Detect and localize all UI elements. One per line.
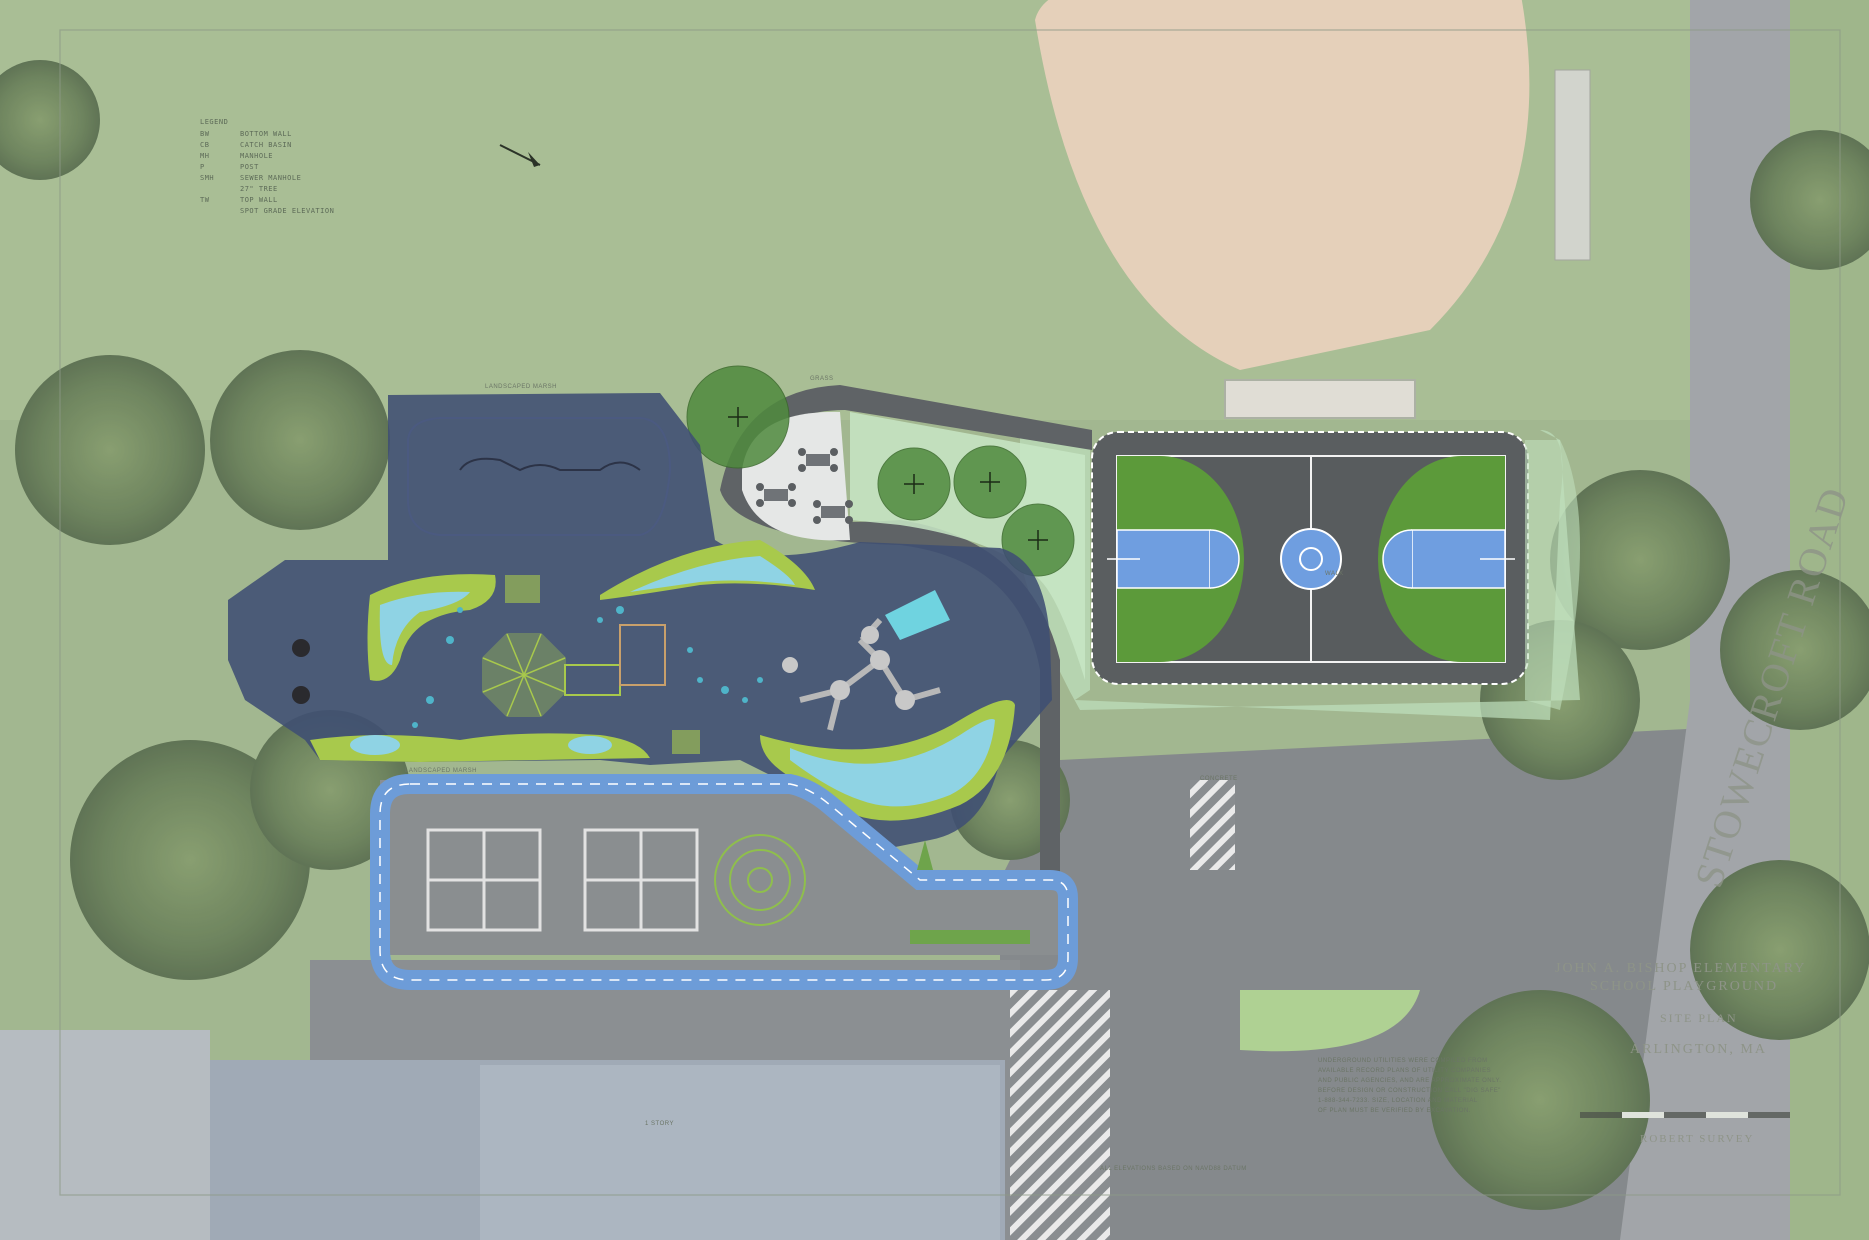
picnic-tables: [756, 448, 853, 524]
label-building: 1 STORY: [645, 1121, 674, 1127]
swing-set-area: [407, 417, 672, 536]
utility-note-line: AND PUBLIC AGENCIES, AND ARE APPROXIMATE…: [1318, 1078, 1501, 1084]
scale-bar: [1580, 1112, 1790, 1118]
legend-description: POST: [240, 163, 259, 171]
legend-code: BW: [200, 130, 210, 138]
label-walk: WALK: [1325, 571, 1344, 577]
climbing-net: [482, 575, 700, 754]
utility-note-line: OF PLAN MUST BE VERIFIED BY EXCAVATION.: [1318, 1108, 1471, 1114]
project-title-line1: JOHN A. BISHOP ELEMENTARY: [1555, 961, 1806, 976]
legend-heading: LEGEND: [200, 118, 228, 126]
label-concrete: CONCRETE: [1200, 776, 1238, 782]
dugout: [1224, 379, 1416, 419]
track-lane-line: [379, 783, 1069, 981]
sheet-border: [59, 29, 1841, 1196]
legend-code: SMH: [200, 174, 214, 182]
water-pools: [310, 540, 1015, 821]
north-arrow-head: [528, 152, 540, 167]
label-landscaped-2: LANDSCAPED MARSH: [405, 768, 477, 774]
planned-trees: [686, 365, 1075, 577]
green-markings: [910, 840, 1030, 944]
project-location: ARLINGTON, MA: [1630, 1042, 1767, 1057]
hopscotch-courts: [426, 828, 699, 932]
splash-dots: [412, 606, 763, 728]
datum-note: ALL ELEVATIONS BASED ON NAVD88 DATUM: [1100, 1166, 1247, 1172]
legend-description: MANHOLE: [240, 152, 273, 160]
gray-plaza: [380, 780, 1065, 955]
utility-note-line: UNDERGROUND UTILITIES WERE COMPILED FROM: [1318, 1058, 1488, 1064]
legend-code: P: [200, 163, 205, 171]
legend-description: TOP WALL: [240, 196, 278, 204]
building-left: [0, 1030, 210, 1240]
play-structure-decks: [782, 626, 915, 710]
legend-code: MH: [200, 152, 209, 160]
play-surface: [228, 393, 1052, 850]
legend-description: BOTTOM WALL: [240, 130, 292, 138]
legend-description: SEWER MANHOLE: [240, 174, 301, 182]
bleachers: [1554, 69, 1591, 261]
legend-description: CATCH BASIN: [240, 141, 292, 149]
basketball-court: [1091, 431, 1529, 685]
lawn-right: [1525, 440, 1580, 710]
slide: [885, 590, 950, 640]
label-landscaped-1: LANDSCAPED MARSH: [485, 384, 557, 390]
baseball-infield: [1035, 0, 1530, 370]
utility-note-line: BEFORE DESIGN OR CONSTRUCTION CALL "DIG …: [1318, 1088, 1501, 1094]
utility-note: UNDERGROUND UTILITIES WERE COMPILED FROM…: [1318, 1058, 1501, 1114]
legend-description: 27" TREE: [240, 185, 278, 193]
title-block: JOHN A. BISHOP ELEMENTARY SCHOOL PLAYGRO…: [1555, 961, 1806, 1145]
utility-note-line: 1-888-344-7233. SIZE, LOCATION AND MATER…: [1318, 1098, 1478, 1104]
legend-code: TW: [200, 196, 210, 204]
legend-description: SPOT GRADE ELEVATION: [240, 207, 334, 215]
compass-rose: [714, 834, 806, 926]
surveyor-name: ROBERT SURVEY: [1640, 1133, 1754, 1145]
legend-code: CB: [200, 141, 209, 149]
sheet-name: SITE PLAN: [1660, 1011, 1738, 1025]
project-title-line2: SCHOOL PLAYGROUND: [1590, 979, 1778, 994]
spinners: [292, 639, 310, 704]
legend: LEGEND BW BOTTOM WALL CB CATCH BASIN MH MANHO…: [200, 118, 334, 215]
building-wing: [480, 1065, 1000, 1240]
label-grass: GRASS: [810, 376, 834, 382]
legend-items: BW BOTTOM WALL CB CATCH BASIN MH MANHOLE P POST…: [200, 130, 334, 215]
parking-stripes: [1010, 780, 1420, 1240]
utility-note-line: AVAILABLE RECORD PLANS OF UTILITY COMPAN…: [1318, 1068, 1491, 1074]
